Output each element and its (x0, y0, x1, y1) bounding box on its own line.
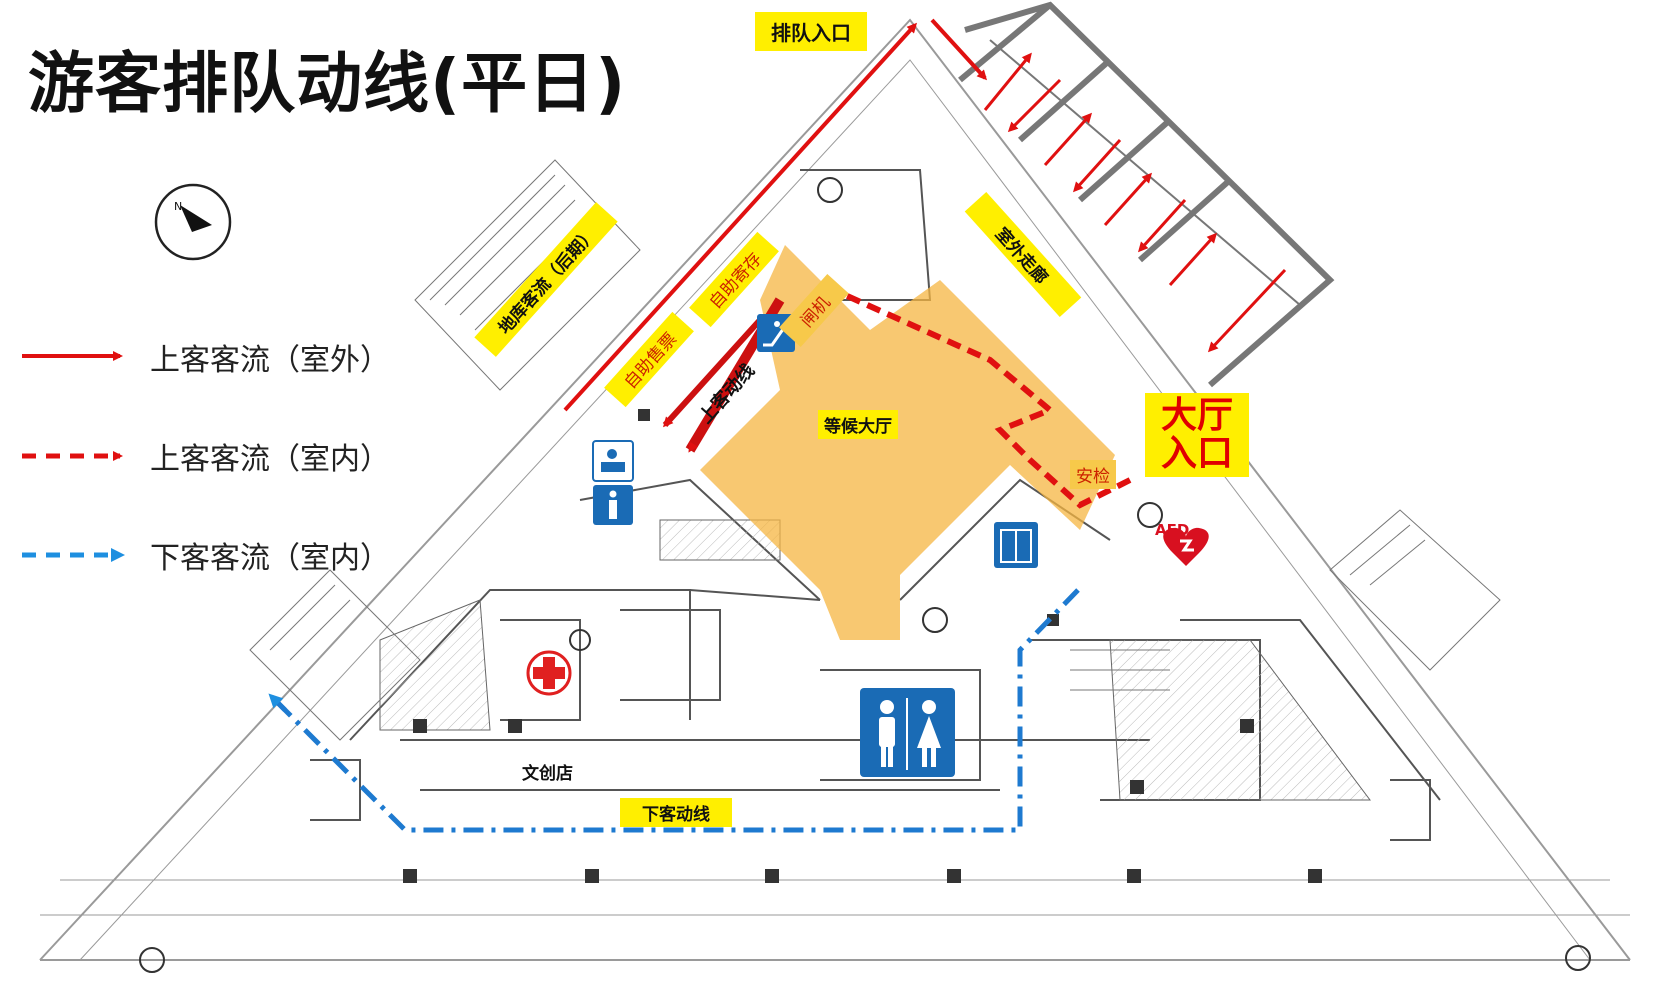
service-desk-icon (592, 440, 634, 482)
waiting-hall-area (700, 245, 1115, 640)
svg-text:N: N (174, 200, 182, 213)
queue-entrance-label: 排队入口 (755, 12, 867, 51)
queue-enclosure (958, 1, 1335, 388)
building-outline (39, 18, 1631, 961)
structural-columns (403, 409, 1322, 883)
aed-text: AED (1155, 521, 1190, 539)
aed-icon (1163, 527, 1209, 566)
legend-label-indoor-alighting: 下客客流（室内） (150, 541, 390, 576)
legend-label-outdoor-boarding: 上客客流（室外） (150, 343, 390, 378)
outdoor-flow-line (563, 22, 918, 412)
alighting-flow-arrow (268, 693, 287, 712)
compass-icon: N (154, 183, 232, 261)
stairs (249, 159, 1501, 741)
elevator-icon (994, 522, 1038, 568)
legend-label-indoor-boarding: 上客客流（室内） (150, 442, 390, 477)
first-aid-icon (526, 650, 572, 696)
queue-arrows (983, 52, 1287, 353)
legend-lines (22, 351, 125, 562)
security-check-label: 安检 (1070, 460, 1116, 489)
boarding-route-arrow-2 (662, 317, 763, 428)
waiting-hall-label: 等候大厅 (818, 410, 898, 439)
drawing-markers (139, 177, 1591, 973)
info-icon (593, 485, 633, 525)
hall-entrance-label: 大厅入口 (1145, 393, 1249, 477)
page-title: 游客排队动线(平日) (28, 45, 627, 122)
alighting-flow-line (273, 588, 1080, 833)
alighting-route-label: 下客动线 (620, 798, 732, 827)
restroom-icon (860, 688, 955, 777)
shop-label: 文创店 (522, 764, 573, 784)
indoor-flow-line (843, 292, 1132, 509)
queue-entry-arrow (930, 18, 988, 81)
